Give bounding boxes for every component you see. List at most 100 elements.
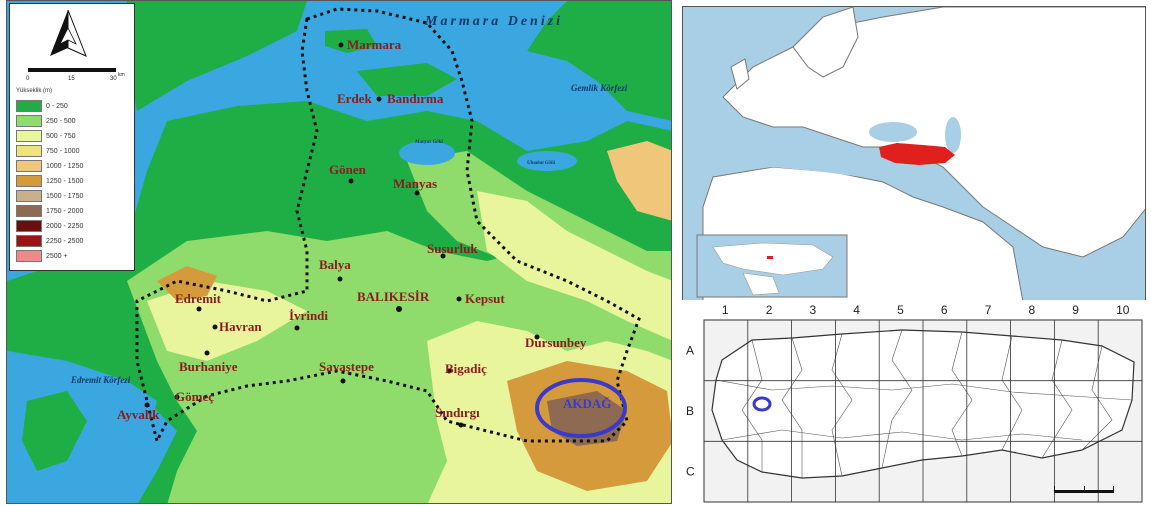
grid-column-label: 3 (810, 303, 817, 317)
legend-swatch (16, 115, 42, 127)
northeast-land (527, 1, 671, 121)
turkey-highlight (879, 143, 955, 165)
legend-row: 2000 - 2250 (16, 220, 83, 232)
legend-row: 750 - 1000 (16, 145, 79, 157)
town-dot (338, 42, 344, 48)
map-legend: 0 15 30 km Yükseklik (m) 0 - 250 250 - 50… (9, 3, 135, 271)
town-dursunbey: Dursunbey (525, 335, 587, 350)
north-arrow-icon (50, 9, 87, 57)
town-dot (204, 350, 210, 356)
town-ayvalik: Ayvalık (117, 407, 160, 422)
lesbos-island (22, 391, 87, 471)
town-dot (348, 178, 354, 184)
town-dot (174, 394, 180, 400)
gemlik-bay-label: Gemlik Körfezi (571, 83, 628, 93)
north-arrow-and-scale: 0 15 30 km (26, 9, 125, 82)
town-sindirgi: Sındırgı (435, 405, 480, 420)
study-area-marker (752, 396, 772, 412)
town-manyas: Manyas (393, 176, 437, 191)
upland-east (477, 191, 671, 341)
legend-label: 2250 - 2500 (46, 237, 84, 245)
town-savastepe: Savaştepe (319, 359, 374, 374)
town-dot (440, 253, 446, 259)
legend-label: 750 - 1000 (46, 147, 80, 155)
grid-column-label: 10 (1116, 303, 1130, 317)
legend-swatch (16, 250, 42, 262)
town-bandirma: Bandırma (387, 91, 444, 106)
world-inset-turkey (767, 256, 773, 259)
world-inset-africa (742, 272, 780, 296)
manyas-lake (399, 141, 455, 165)
legend-label: 1000 - 1250 (46, 162, 84, 170)
legend-row: 2500 + (16, 250, 68, 262)
study-area-ring (535, 378, 627, 438)
legend-swatch (16, 235, 42, 247)
scandinavia (792, 7, 859, 78)
grid-column-label: 2 (766, 303, 773, 317)
legend-swatch (16, 220, 42, 232)
town-balya: Balya (319, 257, 351, 272)
town-gonen: Gönen (329, 162, 367, 177)
legend-label: 0 - 250 (46, 102, 68, 110)
town-dot (414, 190, 420, 196)
manyas-lake-label: Manyas Gölü (414, 140, 443, 145)
town-edremit: Edremit (175, 291, 222, 306)
uluabat-lake-label: Uluabat Gölü (527, 161, 555, 166)
town-balikesir: BALIKESİR (357, 289, 430, 304)
town-dot (144, 402, 150, 408)
legend-row: 1500 - 1750 (16, 190, 83, 202)
caspian-sea (945, 117, 961, 153)
town-burhaniye: Burhaniye (179, 359, 238, 374)
grid-column-label: 1 (722, 303, 729, 317)
sea-title: Marmara Denizi (424, 14, 563, 29)
town-gomec: Gömeç (175, 389, 214, 404)
legend-row: 1750 - 2000 (16, 205, 83, 217)
legend-label: 2500 + (46, 252, 68, 260)
town-dot (340, 378, 346, 384)
mountain-northeast (607, 141, 671, 221)
grid-column-label: 6 (941, 303, 948, 317)
town-dot (376, 96, 382, 102)
scale-tick-30: 30 (110, 76, 117, 82)
legend-swatch (16, 160, 42, 172)
legend-swatch (16, 205, 42, 217)
legend-label: 1500 - 1750 (46, 192, 84, 200)
legend-label: 1750 - 2000 (46, 207, 84, 215)
locator-map-eurasia (682, 6, 1146, 301)
town-dot (456, 296, 462, 302)
town-akdag: AKDAĞ (563, 396, 611, 411)
town-dot (294, 325, 300, 331)
upland-west (147, 281, 307, 361)
town-bigadic: Bigadiç (445, 361, 487, 376)
scale-tick-15: 15 (68, 76, 75, 82)
grid-scale-bar (1054, 486, 1114, 493)
legend-title: Yükseklik (m) (16, 88, 53, 94)
legend-label: 500 - 750 (46, 132, 76, 140)
legend-label: 1250 - 1500 (46, 177, 84, 185)
town-havran: Havran (219, 319, 262, 334)
legend-row: 250 - 500 (16, 115, 76, 127)
uluabat-lake (517, 151, 577, 171)
town-dot (458, 422, 464, 428)
town-dot (446, 368, 452, 374)
legend-label: 2000 - 2250 (46, 222, 84, 230)
grid-column-label: 4 (853, 303, 860, 317)
legend-swatch (16, 175, 42, 187)
grid-column-label: 9 (1072, 303, 1079, 317)
locator-map-svg (683, 7, 1145, 300)
topographic-map-svg: Marmara Denizi Gemlik Körfezi Edremit Kö… (7, 1, 671, 503)
black-sea (869, 122, 917, 142)
kapidag-peninsula (357, 63, 457, 96)
town-marmara: Marmara (347, 37, 402, 52)
legend-swatch (16, 100, 42, 112)
grid-column-label: 8 (1029, 303, 1036, 317)
legend-row: 0 - 250 (16, 100, 68, 112)
legend-row: 500 - 750 (16, 130, 76, 142)
north-land (127, 1, 307, 111)
town-erdek: Erdek (337, 91, 372, 106)
legend-swatch (16, 190, 42, 202)
town-dot (396, 306, 402, 312)
